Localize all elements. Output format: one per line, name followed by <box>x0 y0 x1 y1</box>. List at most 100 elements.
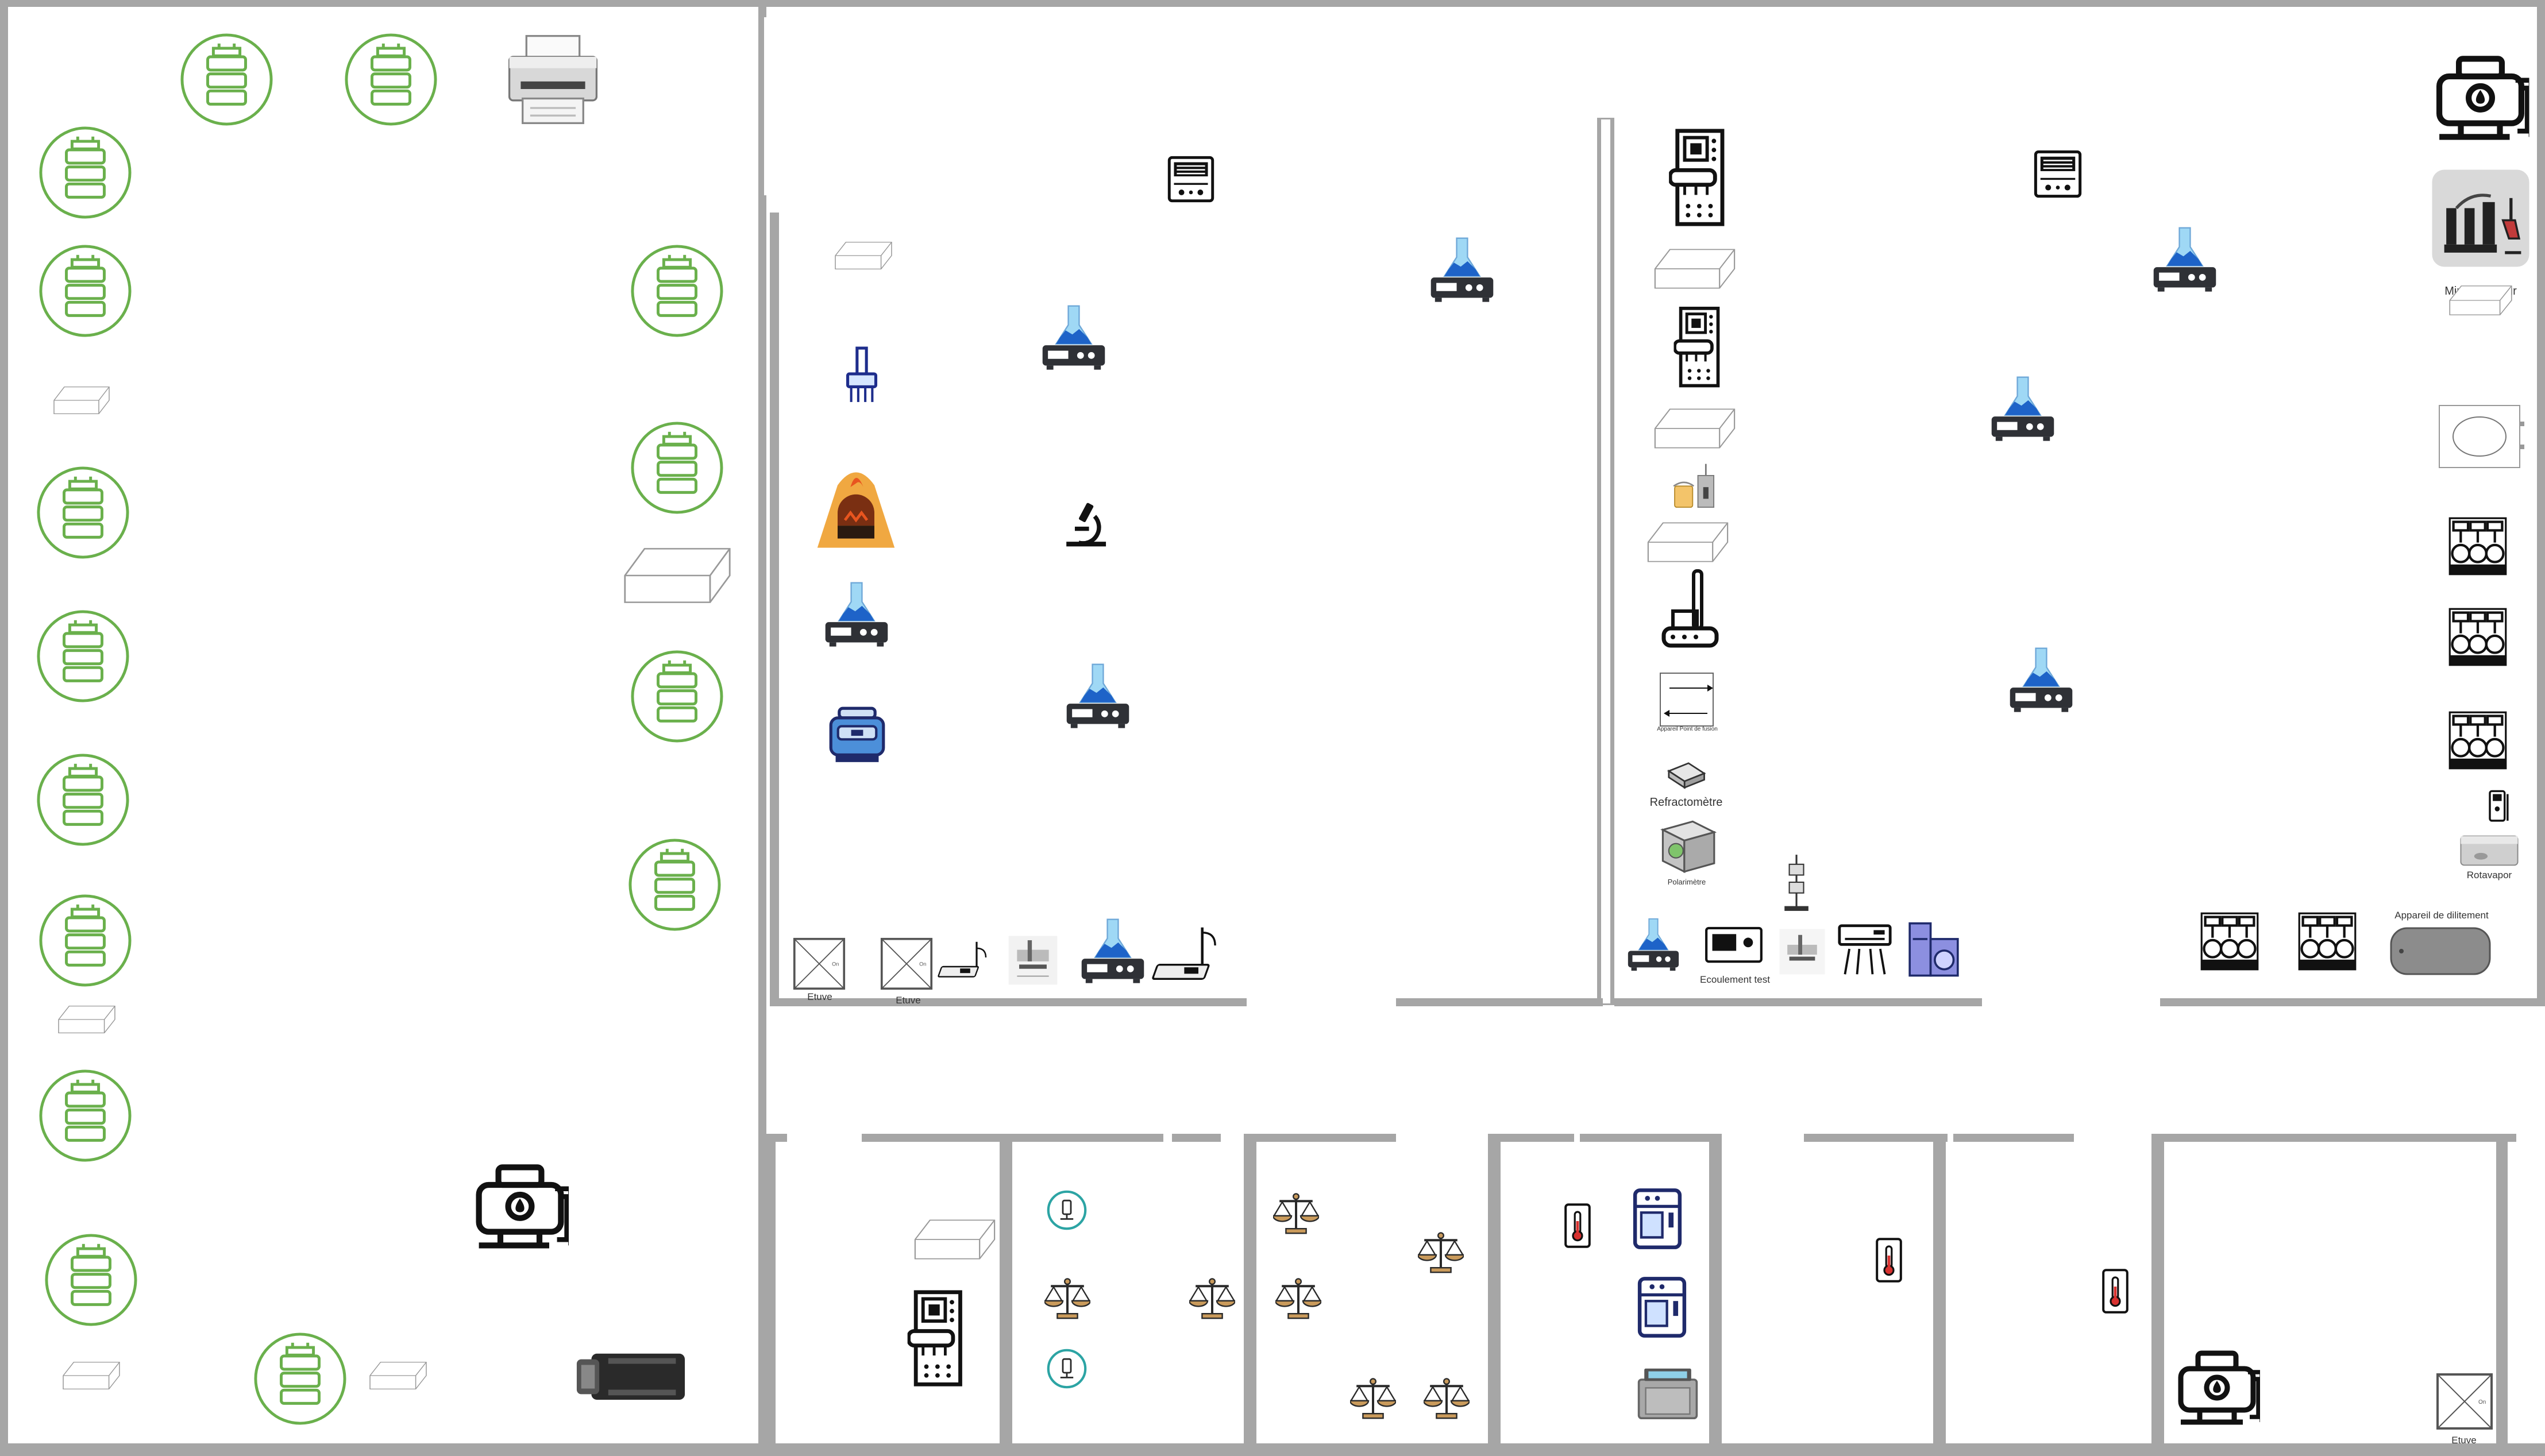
gas-cylinder-rack-icon[interactable] <box>630 420 724 515</box>
magnetic-stirrer-icon[interactable] <box>823 580 890 648</box>
ph-meter-icon[interactable] <box>1152 922 1231 989</box>
microscope-icon[interactable] <box>1062 497 1109 550</box>
gas-cylinder-rack-icon[interactable] <box>630 244 724 338</box>
etuve-label: Etuve <box>2451 1435 2477 1446</box>
distiller-icon[interactable] <box>2446 710 2509 771</box>
wall-top <box>0 0 2545 7</box>
magnetic-stirrer-icon[interactable] <box>1989 374 2057 442</box>
gas-cylinder-rack-icon[interactable] <box>36 465 130 560</box>
dilatometer-icon[interactable] <box>2390 927 2491 975</box>
thermometer-icon[interactable] <box>2100 1268 2130 1314</box>
door-opening <box>764 17 771 195</box>
polarimeter-icon[interactable] <box>1657 818 1717 878</box>
bench <box>1646 522 1729 563</box>
wall-room-div-2 <box>1244 1134 1256 1447</box>
wall-room-div-4 <box>1709 1134 1722 1447</box>
homogenizer-icon[interactable] <box>842 346 881 404</box>
air-conditioner-icon[interactable] <box>1836 922 1894 978</box>
gas-cylinder-rack-icon[interactable] <box>38 893 133 988</box>
magnetic-stirrer-icon[interactable] <box>1626 917 1681 972</box>
gas-cylinder-rack-icon[interactable] <box>38 244 133 338</box>
instrument-icon[interactable] <box>1007 934 1059 987</box>
water-bath-icon[interactable] <box>2430 47 2531 145</box>
gas-cylinder-rack-icon[interactable] <box>38 125 133 220</box>
wall-rooms-top-2 <box>862 1134 1163 1142</box>
balance-icon[interactable] <box>1044 1275 1090 1321</box>
wall-rooms-left <box>763 1134 776 1447</box>
fume-hood-icon[interactable] <box>1167 155 1214 203</box>
etuve-icon[interactable]: On <box>793 937 846 990</box>
balance-icon[interactable] <box>1418 1229 1464 1275</box>
ph-meter-icon[interactable] <box>938 936 995 988</box>
wall-corridor-top-1 <box>770 998 1247 1006</box>
rotavapor-icon[interactable] <box>2458 832 2521 871</box>
bench <box>53 386 110 415</box>
gas-cylinder-rack-icon[interactable] <box>627 837 722 932</box>
magnetic-stirrer-icon[interactable] <box>1428 235 1496 303</box>
wall-room-div-5 <box>1933 1134 1946 1447</box>
thermometer-icon[interactable] <box>1563 1203 1592 1249</box>
sonicator-icon[interactable] <box>2438 404 2524 469</box>
etuve-icon[interactable]: On <box>2436 1373 2493 1430</box>
melting-point-apparatus-icon[interactable] <box>1658 671 1715 728</box>
balance-icon[interactable] <box>1189 1275 1235 1321</box>
furnace-icon[interactable] <box>810 457 902 554</box>
balance-icon[interactable] <box>1273 1190 1319 1236</box>
ph-meter-icon[interactable] <box>2488 789 2513 824</box>
washing-machine-icon[interactable] <box>1907 921 1960 979</box>
fridge-icon[interactable] <box>1632 1188 1683 1250</box>
bench <box>1653 248 1736 289</box>
gas-cylinder-rack-icon[interactable] <box>44 1233 138 1327</box>
gas-cylinder-rack-icon[interactable] <box>253 1331 348 1426</box>
refractometer-icon[interactable] <box>1666 762 1706 789</box>
balance-icon[interactable] <box>1350 1375 1396 1421</box>
balance-icon[interactable] <box>1424 1375 1470 1421</box>
wall-rooms-top-6 <box>1580 1134 1718 1142</box>
fridge-icon[interactable] <box>1636 1276 1688 1338</box>
gas-sensor-icon[interactable] <box>1047 1349 1087 1389</box>
polarimetre-label: Polarimètre <box>1667 878 1706 886</box>
magnetic-stirrer-icon[interactable] <box>1040 303 1108 371</box>
magnetic-stirrer-icon[interactable] <box>2007 646 2075 713</box>
printer-icon[interactable] <box>506 32 600 127</box>
wall-corridor-top-2 <box>1396 998 1603 1006</box>
magnetic-stirrer-icon[interactable] <box>1079 917 1147 984</box>
wall-rooms-top-7 <box>1804 1134 1948 1142</box>
etuve-label: Etuve <box>807 991 832 1002</box>
water-bath-icon[interactable] <box>827 704 887 765</box>
wall-rooms-top-8 <box>1953 1134 2074 1142</box>
thermometer-icon[interactable] <box>1874 1237 1904 1283</box>
vehicle-icon[interactable] <box>574 1347 687 1405</box>
wall-rooms-right <box>2496 1134 2508 1447</box>
titrator-icon[interactable] <box>1668 456 1721 520</box>
distiller-icon[interactable] <box>2446 607 2509 667</box>
fume-hood-icon[interactable] <box>2034 148 2082 200</box>
gas-sensor-icon[interactable] <box>1047 1190 1087 1230</box>
balance-icon[interactable] <box>1275 1275 1321 1321</box>
water-bath-icon[interactable] <box>2174 1343 2260 1429</box>
magnetic-stirrer-icon[interactable] <box>2151 225 2219 293</box>
water-bath-icon[interactable] <box>468 1156 572 1253</box>
hplc-icon[interactable] <box>1658 306 1736 389</box>
distiller-icon[interactable] <box>2296 911 2359 972</box>
gas-cylinder-rack-icon[interactable] <box>630 649 724 744</box>
gas-cylinder-rack-icon[interactable] <box>36 752 130 847</box>
etuve-icon[interactable]: On <box>880 937 933 990</box>
refractometre-label: Refractomètre <box>1649 796 1723 809</box>
hplc-icon[interactable] <box>901 1289 970 1389</box>
oven-icon[interactable] <box>1629 1366 1706 1421</box>
hplc-icon[interactable] <box>1658 128 1736 229</box>
gas-cylinder-rack-icon[interactable] <box>179 32 274 127</box>
distiller-icon[interactable] <box>2446 516 2509 577</box>
magnetic-stirrer-icon[interactable] <box>1064 662 1132 729</box>
viscometer-icon[interactable] <box>1661 569 1719 649</box>
gas-cylinder-rack-icon[interactable] <box>344 32 438 127</box>
instrument-icon[interactable] <box>1704 922 1764 966</box>
bench <box>57 1005 116 1034</box>
distiller-icon[interactable] <box>2198 911 2261 972</box>
gas-cylinder-rack-icon[interactable] <box>36 609 130 704</box>
stand-icon[interactable] <box>1780 852 1812 912</box>
gas-cylinder-rack-icon[interactable] <box>38 1068 133 1163</box>
mineralisateur-icon[interactable] <box>2429 168 2532 269</box>
instrument-icon[interactable] <box>1777 927 1827 976</box>
